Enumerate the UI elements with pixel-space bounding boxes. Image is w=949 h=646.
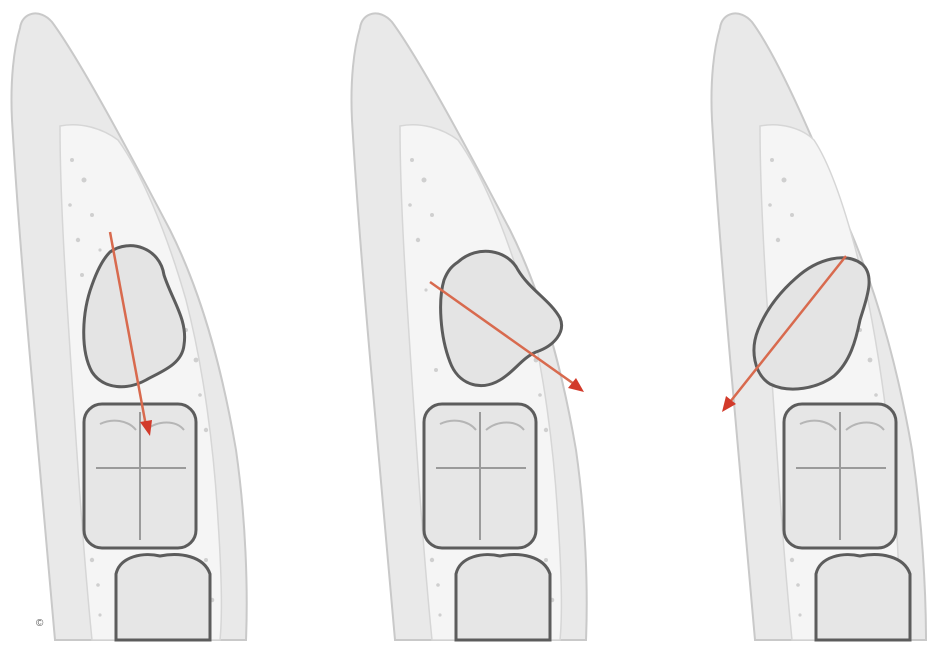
corner-label: © xyxy=(36,618,43,629)
panel-distoangular xyxy=(700,0,949,646)
second-molar xyxy=(424,404,536,548)
second-molar xyxy=(784,404,896,548)
first-molar-partial xyxy=(456,555,550,640)
first-molar-partial xyxy=(116,555,210,640)
panel-mesioangular xyxy=(0,0,300,646)
second-molar xyxy=(84,404,196,548)
panel-horizontal xyxy=(340,0,640,646)
first-molar-partial xyxy=(816,555,910,640)
